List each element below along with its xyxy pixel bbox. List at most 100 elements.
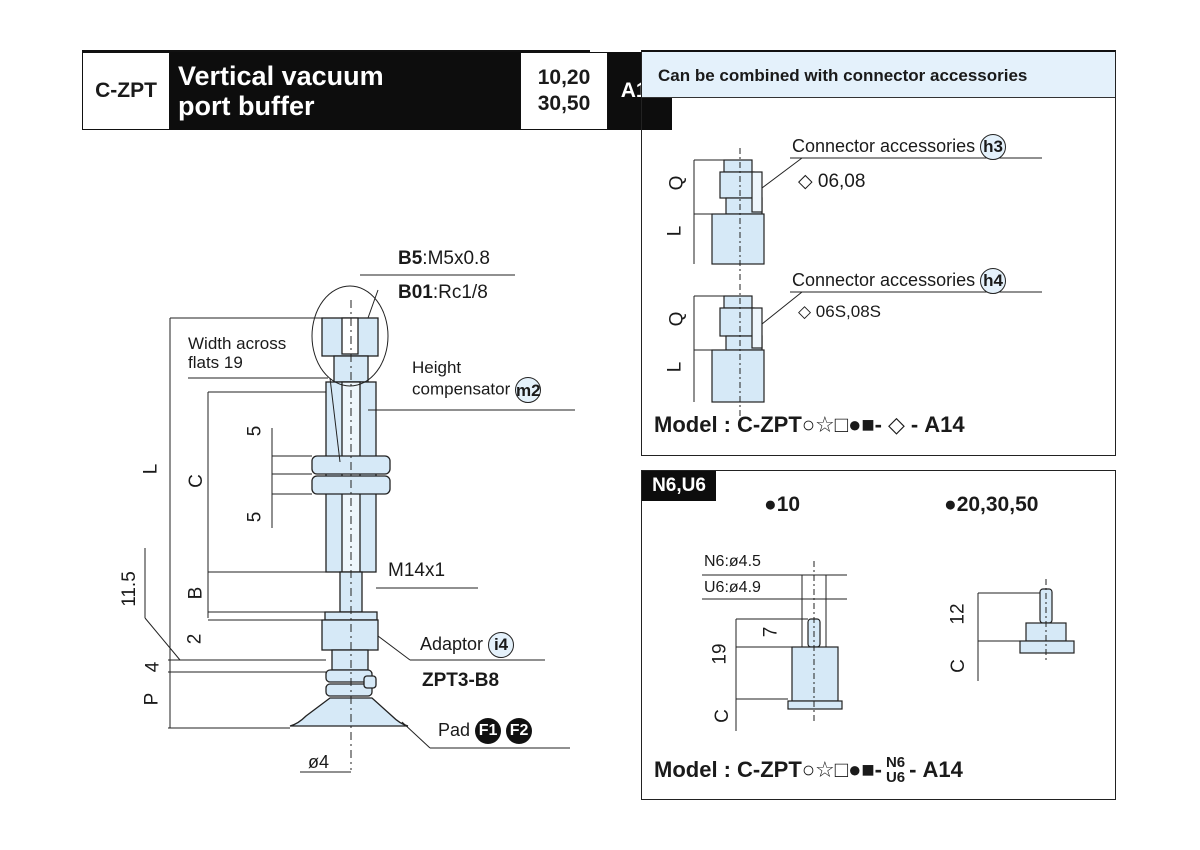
model-suffix: A14 — [924, 412, 965, 437]
h4-sizes-label: ◇ 06S,08S — [798, 302, 881, 322]
dim-C: C — [185, 474, 207, 488]
m2-badge: m2 — [515, 377, 542, 403]
u6-dia: U6:ø4.9 — [704, 579, 761, 596]
model-code: C-ZPT — [737, 757, 802, 782]
adaptor-neck — [331, 649, 369, 671]
diamond-icon: ◇ — [887, 412, 905, 437]
n6-dia: N6:ø4.5 — [704, 553, 761, 570]
pad-text: Pad — [438, 719, 471, 740]
h4-fitting-body — [719, 307, 755, 337]
model-dash: - — [910, 412, 919, 437]
n6-u6-tag: N6,U6 — [642, 471, 716, 501]
adaptor-leader — [377, 635, 411, 661]
h3-text: Connector accessories — [792, 135, 976, 156]
size-large-label: ●20,30,50 — [944, 493, 1038, 517]
base-small — [787, 700, 843, 710]
n6-u6-panel: N6,U6 ●10 ●20,30,50 N6:ø4.5 U6: — [641, 470, 1116, 800]
dim-12: 12 — [947, 603, 969, 625]
width-across-flats-label: Width across flats 19 — [188, 334, 286, 372]
top-port — [341, 317, 359, 355]
n6-u6-drawings — [702, 561, 1075, 731]
h4-fitting-top — [723, 295, 753, 309]
dim-11-5-slant — [144, 617, 181, 661]
thread-m14-label: M14x1 — [388, 560, 446, 581]
dim-5-top: 5 — [244, 425, 266, 437]
connector-model-code: Model : C-ZPT ○☆□●■ - ◇ - A14 — [654, 412, 965, 438]
height-comp-line2: compensator — [412, 379, 511, 399]
h3-leader — [761, 157, 803, 189]
model-code: C-ZPT — [737, 412, 802, 437]
pad-side-nub — [363, 675, 377, 689]
b5-leader — [367, 289, 379, 319]
h4-base — [711, 349, 765, 403]
dim-19: 19 — [709, 643, 731, 665]
dim-P: P — [141, 692, 163, 706]
h4-badge: h4 — [980, 268, 1007, 294]
model-u6: U6 — [885, 769, 906, 786]
main-drawing — [144, 274, 575, 773]
thread-b5-spec: :M5x0.8 — [422, 248, 490, 269]
h4-dim-L: L — [664, 361, 686, 373]
adaptor-hex — [321, 619, 379, 651]
hex-small — [791, 646, 839, 702]
dim-7: 7 — [760, 626, 782, 638]
thread-b01-label: B01:Rc1/8 — [398, 282, 488, 304]
width-across-line2: flats 19 — [188, 353, 243, 372]
n6-u6-model-code: Model : C-ZPT ○☆□●■ - N6 U6 - A14 — [654, 755, 963, 785]
flats-leader-2 — [329, 377, 341, 463]
h4-leader — [761, 291, 803, 325]
detail-circle — [311, 285, 389, 387]
h3-dim-Q: Q — [666, 175, 688, 191]
size-large: 20,30,50 — [956, 493, 1039, 516]
model-prefix: Model : — [654, 412, 731, 437]
dim-11-5: 11.5 — [118, 571, 140, 607]
size-list-line2: 30,50 — [537, 92, 591, 115]
h3-fitting-top — [723, 159, 753, 173]
base-large — [1019, 640, 1075, 654]
h3-sizes-label: ◇ 06,08 — [798, 170, 865, 193]
model-symbols: ○☆□●■ — [801, 412, 875, 437]
thread-b5-label: B5:M5x0.8 — [398, 248, 490, 270]
h3-base — [711, 213, 765, 265]
dim-2: 2 — [184, 633, 206, 645]
product-code: C-ZPT — [82, 52, 170, 130]
connector-accessories-panel: Can be combined with connector accessori… — [641, 50, 1116, 456]
model-dash: - — [874, 757, 882, 782]
product-name-line2: port buffer — [178, 91, 315, 121]
pad-leader — [401, 721, 431, 749]
diamond-icon: ◇ — [798, 171, 818, 192]
dim-C-right: C — [947, 659, 969, 673]
filled-circle-icon: ● — [764, 493, 777, 516]
h4-text: Connector accessories — [792, 269, 976, 290]
model-prefix: Model : — [654, 757, 731, 782]
size-list: 10,20 30,50 — [520, 52, 608, 130]
dim-5-bottom: 5 — [244, 511, 266, 523]
thread-b5-code: B5 — [398, 248, 423, 269]
model-dash: - — [909, 757, 917, 782]
dim-C-left: C — [711, 709, 733, 723]
dim-L: L — [140, 463, 162, 475]
adaptor-part-number: ZPT3-B8 — [422, 670, 500, 691]
dim-dia4: ø4 — [308, 752, 330, 772]
connector-panel-header: Can be combined with connector accessori… — [642, 52, 1115, 98]
model-n6: N6 — [885, 754, 906, 771]
suction-pad — [289, 697, 409, 727]
dim-4: 4 — [142, 661, 164, 673]
h4-side — [751, 307, 763, 349]
thread-b01-code: B01 — [398, 282, 433, 303]
h4-dim-Q: Q — [666, 311, 688, 327]
thread-b01-spec: :Rc1/8 — [432, 282, 488, 303]
model-symbols: ○☆□●■ — [801, 757, 875, 782]
size-small: 10 — [776, 493, 801, 516]
f2-badge: F2 — [506, 718, 533, 744]
width-across-line1: Width across — [188, 334, 287, 353]
product-name-line1: Vertical vacuum — [178, 61, 384, 91]
diamond-icon: ◇ — [798, 302, 816, 321]
model-suffix: A14 — [922, 757, 963, 782]
h3-side — [751, 171, 763, 213]
